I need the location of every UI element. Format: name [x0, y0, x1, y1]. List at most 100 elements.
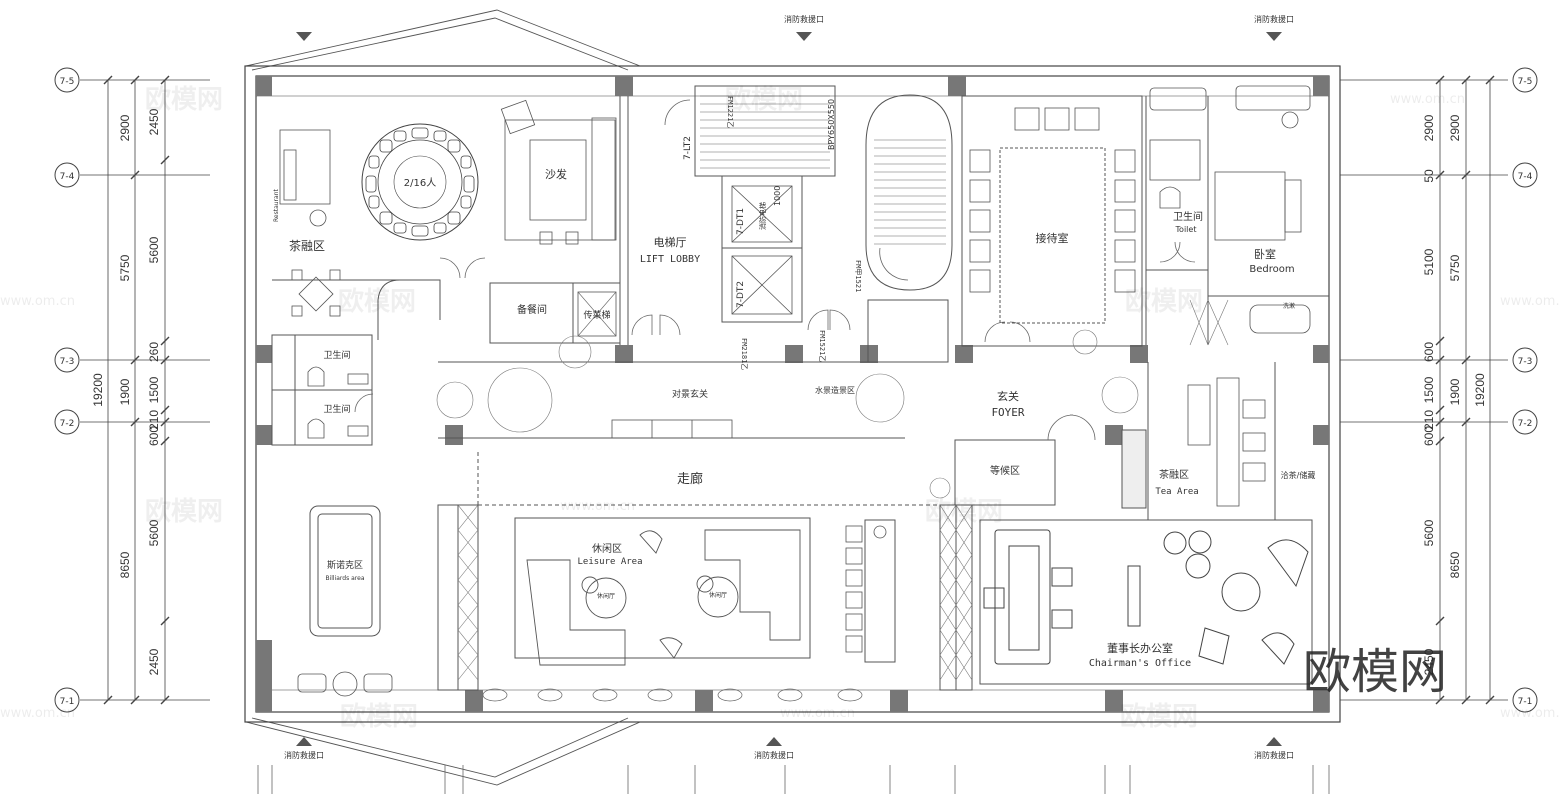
dim-left-inner: 5600 [147, 236, 161, 263]
watermarks: 欧模网 欧模网 欧模网 欧模网 欧模网 欧模网 欧模网 欧模网 www.om.c… [0, 84, 1560, 732]
room-toilet-b: 卫生间 [323, 403, 350, 415]
svg-text:欧模网: 欧模网 [338, 286, 416, 317]
room-washroom: 洗漱 [1283, 302, 1295, 310]
svg-text:www.om.cn: www.om.cn [1500, 294, 1560, 309]
tea-table-set [291, 269, 341, 317]
dim-right-mid: 8650 [1448, 551, 1462, 578]
dim-right-inner: 50 [1422, 169, 1436, 183]
fire-access-label: 消防救援口 [1254, 750, 1294, 760]
restaurant-label: Restaurant [273, 189, 280, 222]
bottom-ticks [257, 765, 1330, 794]
svg-text:欧模网: 欧模网 [1125, 286, 1203, 317]
dim-left-mid: 5750 [118, 254, 132, 281]
svg-text:欧模网: 欧模网 [145, 84, 223, 115]
dim-left-inner: 600 [147, 426, 161, 446]
dim-left-inner: 5600 [147, 519, 161, 546]
axis-label: 7-1 [60, 697, 75, 707]
fire-access-markers [296, 32, 1282, 746]
bar-stools [845, 525, 887, 653]
dim-right-inner: 1500 [1422, 376, 1436, 403]
room-tea-area-top: 茶融区 [289, 238, 325, 253]
dim-left-mid: 2900 [118, 114, 132, 141]
axis-label: 7-5 [1518, 77, 1533, 87]
dim-left-inner: 2450 [147, 108, 161, 135]
room-bedroom-en: Bedroom [1249, 264, 1294, 275]
fire-access-label: 消防救援口 [1254, 14, 1294, 24]
room-chairman-en: Chairman's Office [1089, 658, 1191, 669]
interior-walls [271, 85, 1329, 691]
door-code: FM1521乙 [818, 330, 826, 362]
fire-access-label: 消防救援口 [754, 750, 794, 760]
brand-watermark-large: 欧模网 [1303, 644, 1447, 700]
axis-label: 7-2 [60, 419, 75, 429]
axis-grid [80, 79, 1508, 701]
dim-left-inner: 1500 [147, 376, 161, 403]
room-toilet-a: 卫生间 [323, 349, 350, 361]
room-food-lift: 传菜梯 [583, 309, 610, 321]
dim-right-inner: 600 [1422, 426, 1436, 446]
door-code: FM甲1521 [854, 260, 862, 292]
leisure-sofas [526, 529, 801, 666]
dim-total-left: 19200 [91, 373, 105, 407]
room-foyer-en: FOYER [991, 406, 1024, 419]
billiards-seating [297, 671, 393, 697]
room-bedroom: 卧室 [1254, 247, 1276, 261]
room-sofa: 沙发 [545, 167, 567, 181]
dim-right-inner: 2900 [1422, 114, 1436, 141]
banquet-capacity-label: 2/16人 [404, 177, 436, 189]
dim-left-mid: 8650 [118, 551, 132, 578]
banquet-table [361, 123, 479, 241]
fire-access-label: 消防救援口 [784, 14, 824, 24]
toilet-fixtures-left [307, 366, 369, 439]
svg-text:www.om.cn: www.om.cn [560, 499, 635, 514]
landscape-planting [436, 329, 1139, 499]
lift-2-tag: 7-DT2 [736, 281, 746, 308]
foyer-bench-strip [611, 419, 733, 439]
svg-text:欧模网: 欧模网 [725, 84, 803, 115]
dim-right-inner: 600 [1422, 342, 1436, 362]
leisure-hall-2: 休闲厅 [709, 591, 727, 599]
svg-text:欧模网: 欧模网 [340, 701, 418, 732]
door-code: FM2181乙 [740, 338, 748, 370]
axis-bubbles-right: 7-5 7-4 7-3 7-2 7-1 [1512, 67, 1538, 713]
reception-chairs [969, 107, 1136, 293]
sideboard [279, 129, 331, 227]
sofa-lounge [500, 99, 617, 245]
stair-treads [700, 95, 946, 245]
lift-size: 1000 [773, 186, 782, 206]
axis-label: 7-5 [60, 77, 75, 87]
room-view-foyer: 对景玄关 [672, 388, 708, 400]
window-bays [482, 688, 863, 702]
axis-bubbles-left: 7-5 7-4 7-3 7-2 7-1 [54, 67, 80, 713]
dim-left-mid: 1900 [118, 378, 132, 405]
dim-total-right: 19200 [1473, 373, 1487, 407]
svg-text:www.om.cn: www.om.cn [780, 706, 855, 721]
axis-label: 7-4 [60, 172, 75, 182]
dim-left-inner: 2450 [147, 648, 161, 675]
room-waiting: 等候区 [990, 464, 1020, 477]
room-lift-lobby-en: LIFT LOBBY [640, 254, 700, 265]
dim-right-mid: 2900 [1448, 114, 1462, 141]
axis-label: 7-3 [1518, 357, 1533, 367]
dim-right-inner: 2450 [1422, 648, 1436, 675]
door-code: FM1221乙 [726, 96, 734, 128]
axis-label: 7-3 [60, 357, 75, 367]
banquet-chairs [365, 127, 475, 237]
dimension-lines-left [103, 75, 170, 705]
svg-text:欧模网: 欧模网 [1120, 701, 1198, 732]
lift-shafts [731, 185, 793, 315]
room-lift-lobby: 电梯厅 [654, 236, 687, 249]
svg-text:www.om.cn: www.om.cn [0, 294, 75, 309]
stair-tag: 7-LT2 [683, 136, 693, 160]
chairman-furniture [983, 529, 1309, 665]
room-toilet: 卫生间 [1173, 210, 1203, 223]
bathroom-fixtures [1149, 85, 1311, 334]
room-tea-area-en: Tea Area [1155, 487, 1198, 497]
svg-text:欧模网: 欧模网 [145, 496, 223, 527]
room-pantry: 备餐间 [517, 303, 547, 316]
room-leisure: 休闲区 [592, 542, 622, 555]
leisure-hall-1: 休闲厅 [597, 592, 615, 600]
dim-left-inner: 210 [147, 410, 161, 430]
dim-right-inner: 5100 [1422, 248, 1436, 275]
vent-spec: BPY650X550 [827, 99, 836, 150]
